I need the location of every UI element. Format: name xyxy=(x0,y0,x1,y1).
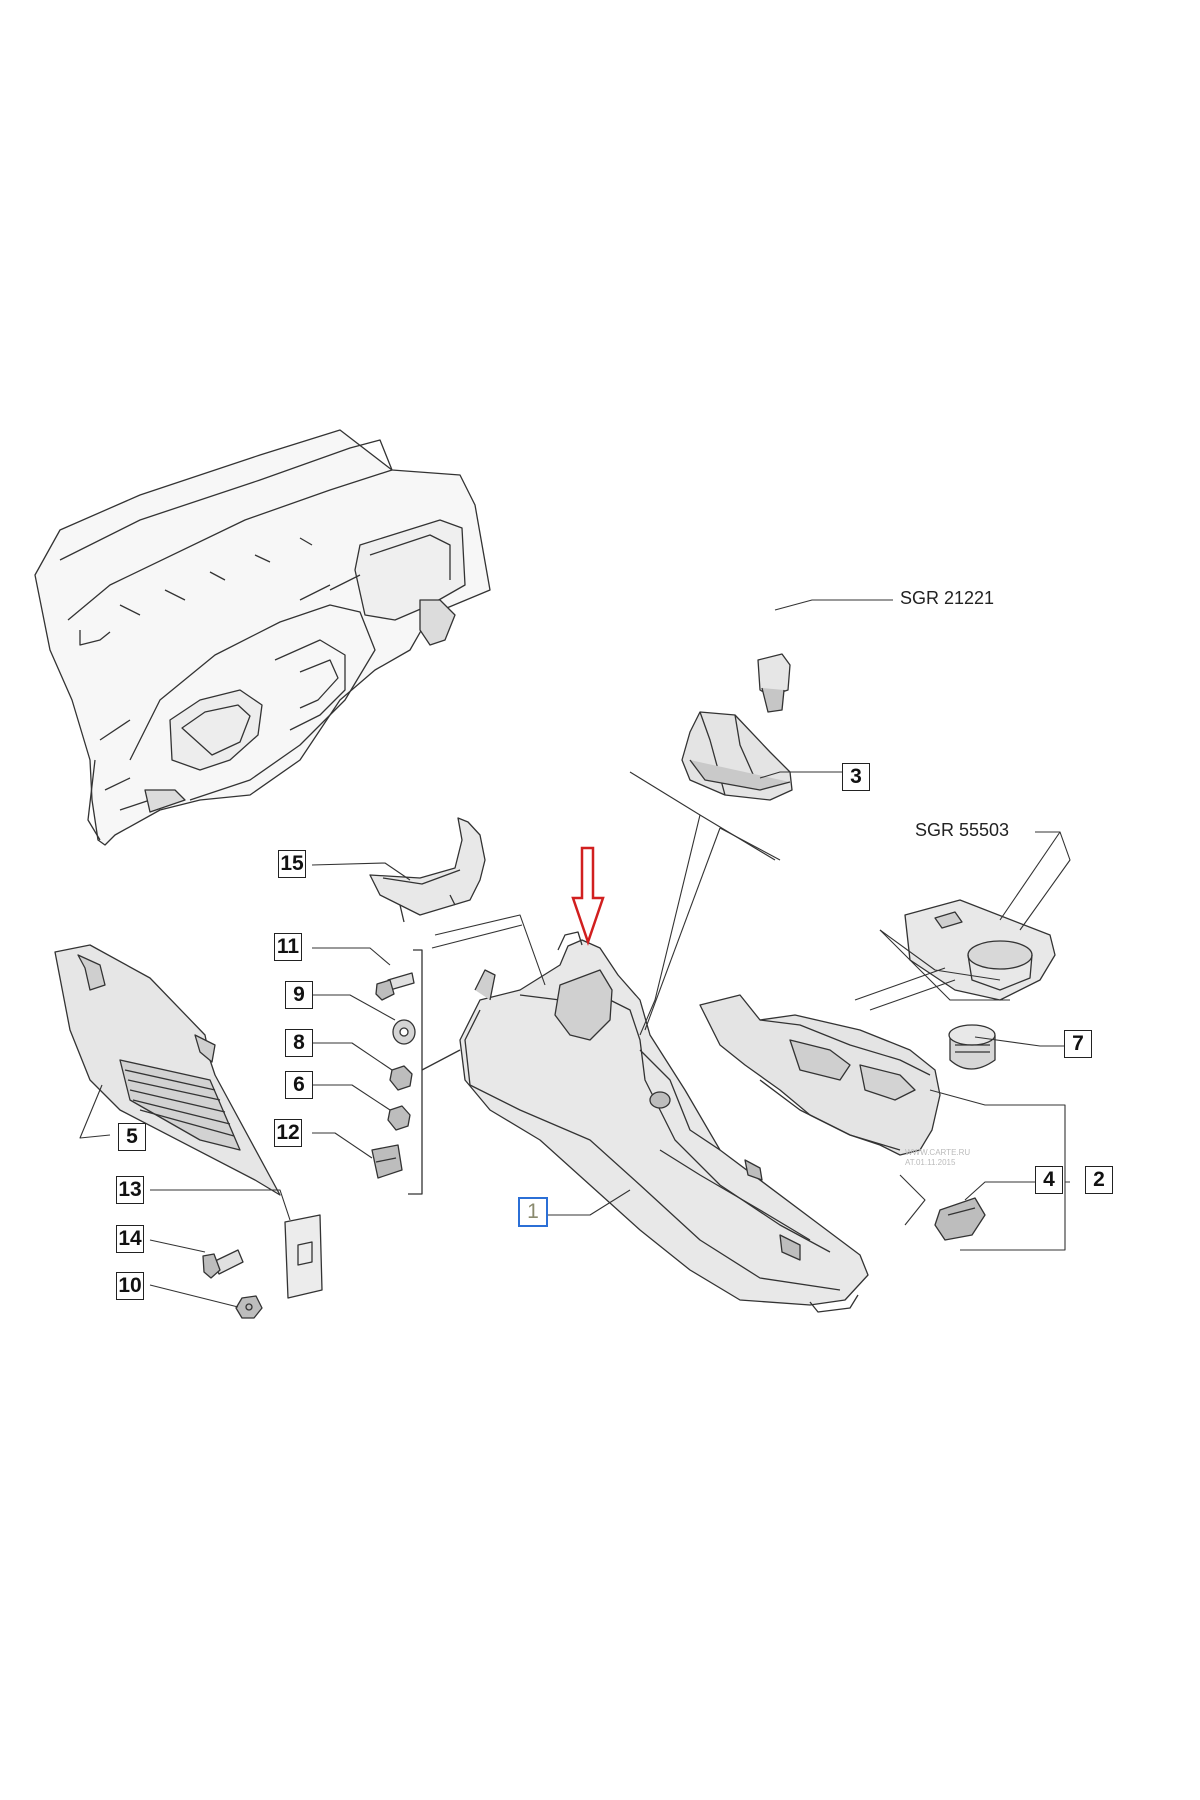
reference-label-knob: SGR 21221 xyxy=(900,588,995,608)
callout-5: 5 xyxy=(118,1123,146,1151)
watermark-line-1: WWW.CARTE.RU xyxy=(905,1148,971,1157)
callout-4: 4 xyxy=(1035,1166,1063,1194)
part-12-clip xyxy=(371,1144,403,1179)
hardware-leader xyxy=(421,1049,461,1071)
part-6-nut xyxy=(387,1105,411,1131)
part-10-nut xyxy=(235,1295,263,1319)
callout-6: 6 xyxy=(285,1071,313,1099)
callout-1: 1 xyxy=(518,1197,548,1227)
callout-2: 2 xyxy=(1085,1166,1113,1194)
callout-10: 10 xyxy=(116,1272,144,1300)
callout-7: 7 xyxy=(1064,1030,1092,1058)
switch-panel-assembly xyxy=(904,899,1056,1001)
part-11-screw xyxy=(375,972,415,1001)
leader-lines xyxy=(79,599,1071,1308)
part-14-bolt xyxy=(202,1249,244,1279)
part-3-gear-boot xyxy=(681,711,793,801)
part-8-nut xyxy=(389,1065,413,1091)
part-1-center-console xyxy=(459,931,869,1313)
part-7-cylinder xyxy=(948,1024,996,1070)
gear-knob xyxy=(757,653,791,713)
part-4-clip xyxy=(934,1197,986,1241)
callout-3: 3 xyxy=(842,763,870,791)
callout-11: 11 xyxy=(274,933,302,961)
callout-13: 13 xyxy=(116,1176,144,1204)
callout-9: 9 xyxy=(285,981,313,1009)
indicator-arrow xyxy=(571,846,605,946)
watermark-line-2: AT.01.11.2015 xyxy=(905,1158,956,1167)
callout-12: 12 xyxy=(274,1119,302,1147)
dashboard-assembly xyxy=(34,429,491,846)
part-15-trim xyxy=(369,817,486,923)
part-13-clip xyxy=(284,1214,323,1299)
callout-14: 14 xyxy=(116,1225,144,1253)
hardware-bracket-line xyxy=(408,949,423,1195)
callout-15: 15 xyxy=(278,850,306,878)
part-2-rear-console xyxy=(699,994,941,1156)
part-5-side-panel xyxy=(54,944,281,1196)
reference-label-switch: SGR 55503 xyxy=(915,820,1010,840)
callout-8: 8 xyxy=(285,1029,313,1057)
part-9-washer xyxy=(392,1019,416,1045)
explosion-lines xyxy=(431,771,1010,1226)
